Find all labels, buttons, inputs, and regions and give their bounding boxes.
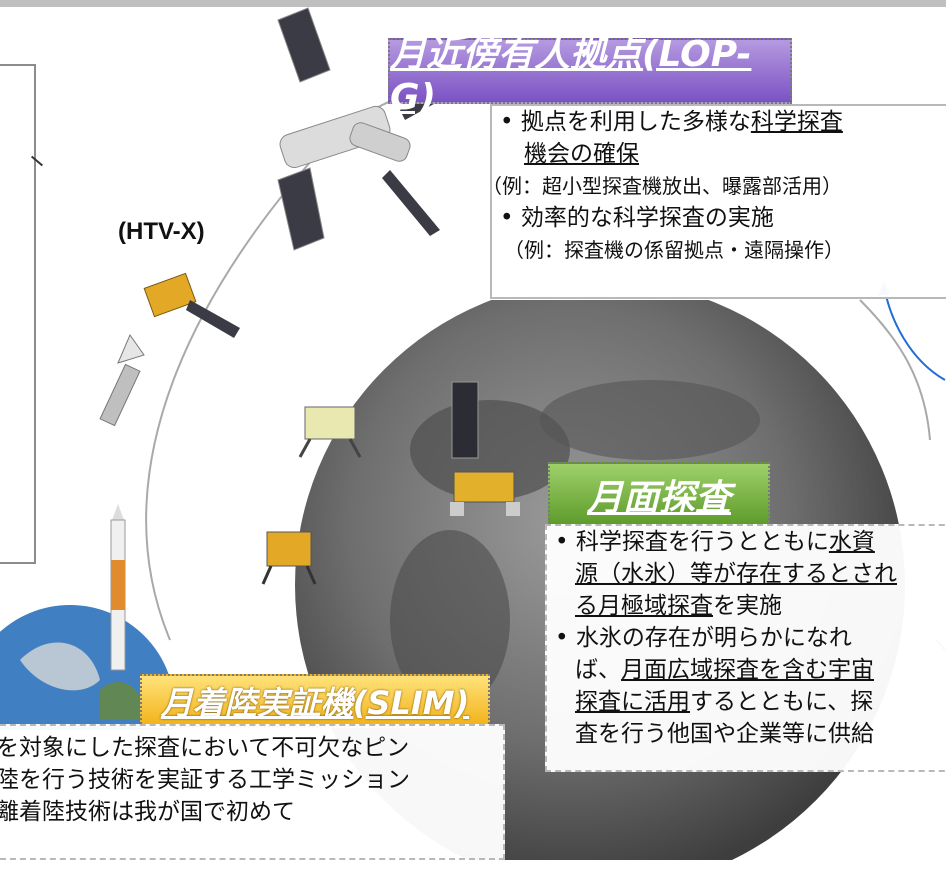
- top-rule: [0, 0, 946, 7]
- moon-line-4: • 水氷の存在が明らかになれ: [555, 625, 852, 651]
- moon-line-6-underline: 探査に活用: [575, 689, 690, 715]
- solar-panel: [277, 167, 325, 251]
- orbit-arc-right: [859, 299, 931, 441]
- rover-solar-panel: [451, 381, 479, 459]
- lopg-example-1: （例：超小型探査機放出、曝露部活用）: [482, 174, 842, 198]
- moon-line-6: するとともに、探: [690, 689, 874, 715]
- htv-x-label: (HTV-X): [118, 218, 205, 245]
- moon-line-7: 査を行う他国や企業等に供給: [575, 721, 874, 747]
- moon-line-5-underline: 月面広域探査を含む宇宙: [621, 657, 874, 683]
- solar-panel: [382, 170, 440, 236]
- gateway-station-illustration: [277, 7, 450, 251]
- slim-line-2: 陸を行う技術を実証する工学ミッション: [0, 767, 410, 793]
- solar-panel: [186, 300, 240, 338]
- slim-lander-illustration: [261, 531, 317, 585]
- lopg-example-2: （例：探査機の係留拠点・遠隔操作）: [504, 238, 844, 262]
- slim-info-panel: を対象にした探査において不可欠なピン 陸を行う技術を実証する工学ミッション 離着…: [0, 724, 505, 860]
- moon-line-2: 源（水氷）等が存在するとされ: [575, 561, 897, 587]
- moon-crater-mare: [410, 400, 570, 500]
- moon-line-3: を実施: [713, 593, 782, 619]
- slim-line-1: を対象にした探査において不可欠なピン: [0, 735, 410, 761]
- orion-capsule-illustration: [99, 333, 145, 427]
- lopg-info-panel: • 拠点を利用した多様な科学探査 機会の確保 （例：超小型探査機放出、曝露部活用…: [482, 104, 946, 299]
- lander-illustration: [298, 406, 362, 458]
- station-module: [279, 105, 391, 169]
- moon-line-1-underline: 水資: [828, 529, 875, 555]
- lopg-title: 月近傍有人拠点(LOP-G): [388, 34, 792, 118]
- moon-exploration-panel: • 科学探査を行うとともに水資 源（水氷）等が存在するとされ る月極域探査を実施…: [545, 524, 946, 772]
- lopg-bullet-1-underline: 科学探査: [750, 109, 843, 135]
- rover-illustration: [450, 381, 520, 516]
- rocket-illustration: [110, 504, 126, 671]
- htv-body: [143, 272, 197, 318]
- solar-panel: [277, 7, 331, 83]
- lopg-bullet-2: • 効率的な科学探査の実施: [500, 205, 774, 231]
- earth-illustration: [0, 605, 175, 730]
- slim-line-3: 離着陸技術は我が国で初めて: [0, 799, 295, 825]
- moon-crater-mare: [390, 530, 510, 710]
- moon-line-3-underline: る月極域探査: [575, 593, 713, 619]
- moon-exploration-title: 月面探査: [548, 462, 770, 528]
- moon-line-5: ば、: [575, 657, 621, 683]
- moon-crater-mare: [540, 380, 760, 460]
- rover-body: [453, 471, 515, 503]
- station-module: [349, 122, 411, 162]
- slim-title: 月着陸実証機(SLIM): [140, 674, 490, 728]
- moon-line-1: • 科学探査を行うとともに: [555, 529, 829, 555]
- left-info-panel: [0, 64, 36, 564]
- lopg-bullet-1: • 拠点を利用した多様な: [500, 109, 751, 135]
- lopg-bullet-1-cont: 機会の確保: [524, 141, 639, 167]
- htv-x-illustration: [143, 272, 240, 338]
